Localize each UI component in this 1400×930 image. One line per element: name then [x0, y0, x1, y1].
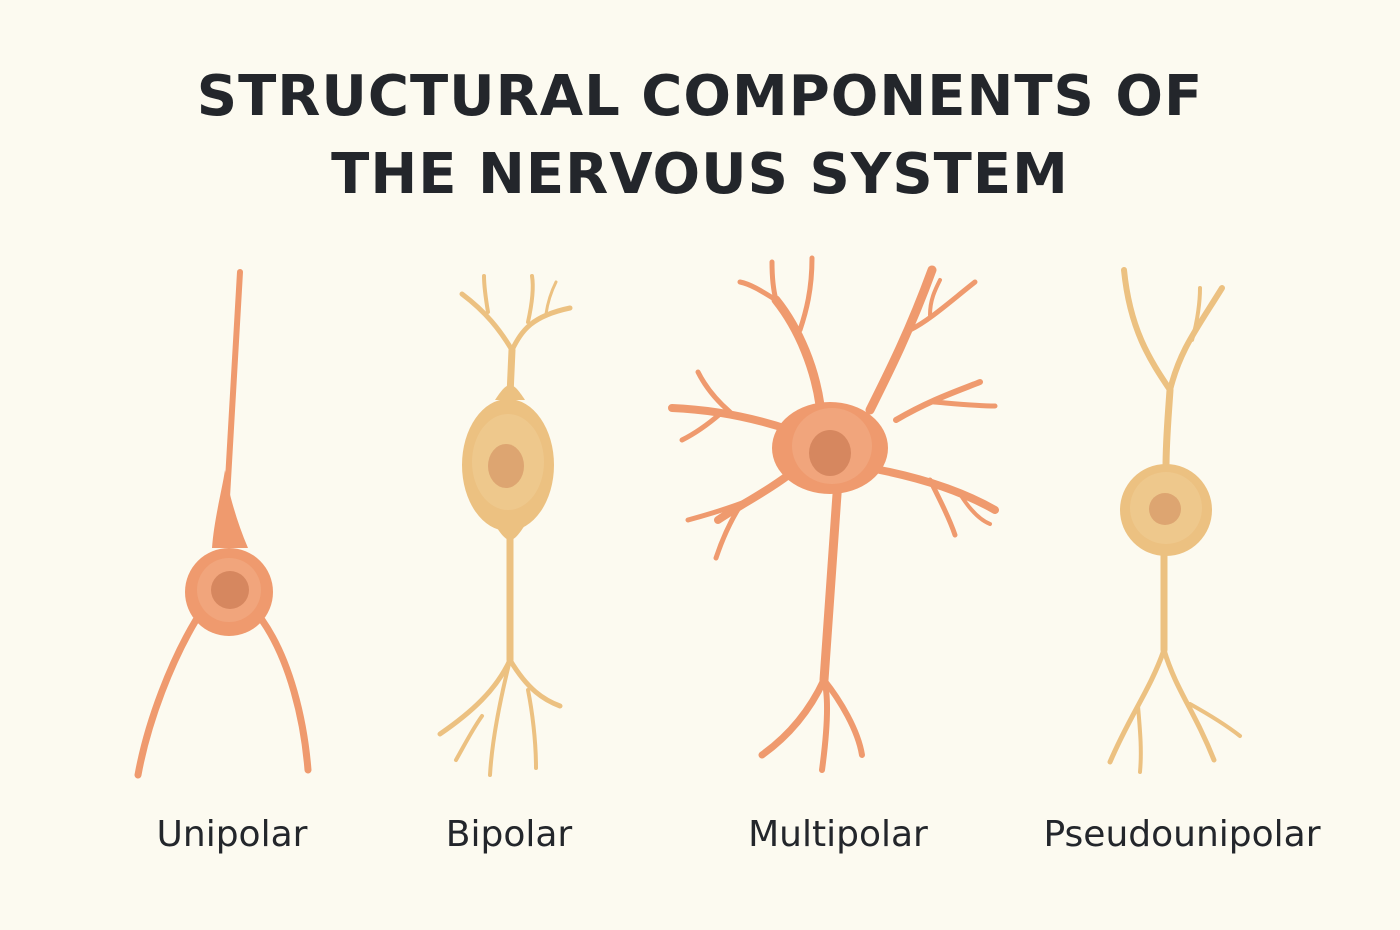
unipolar-nucleus	[211, 571, 249, 609]
pseudounipolar-soma	[1120, 464, 1212, 556]
pseudounipolar-nucleus	[1149, 493, 1181, 525]
label-bipolar: Bipolar	[445, 814, 573, 855]
bipolar-nucleus	[488, 444, 524, 488]
unipolar-neuron	[134, 269, 312, 779]
title-line-1: STRUCTURAL COMPONENTS OF	[196, 64, 1204, 129]
multipolar-neuron	[668, 255, 999, 773]
label-pseudounipolar: Pseudounipolar	[1043, 814, 1321, 855]
diagram-title: STRUCTURAL COMPONENTS OF THE NERVOUS SYS…	[0, 58, 1400, 214]
pseudounipolar-neuron	[1107, 267, 1242, 774]
label-multipolar: Multipolar	[748, 814, 928, 855]
multipolar-nucleus	[809, 430, 851, 476]
multipolar-soma	[772, 402, 888, 494]
label-unipolar: Unipolar	[156, 814, 308, 855]
bipolar-neuron	[437, 274, 573, 777]
title-line-2: THE NERVOUS SYSTEM	[331, 142, 1069, 207]
